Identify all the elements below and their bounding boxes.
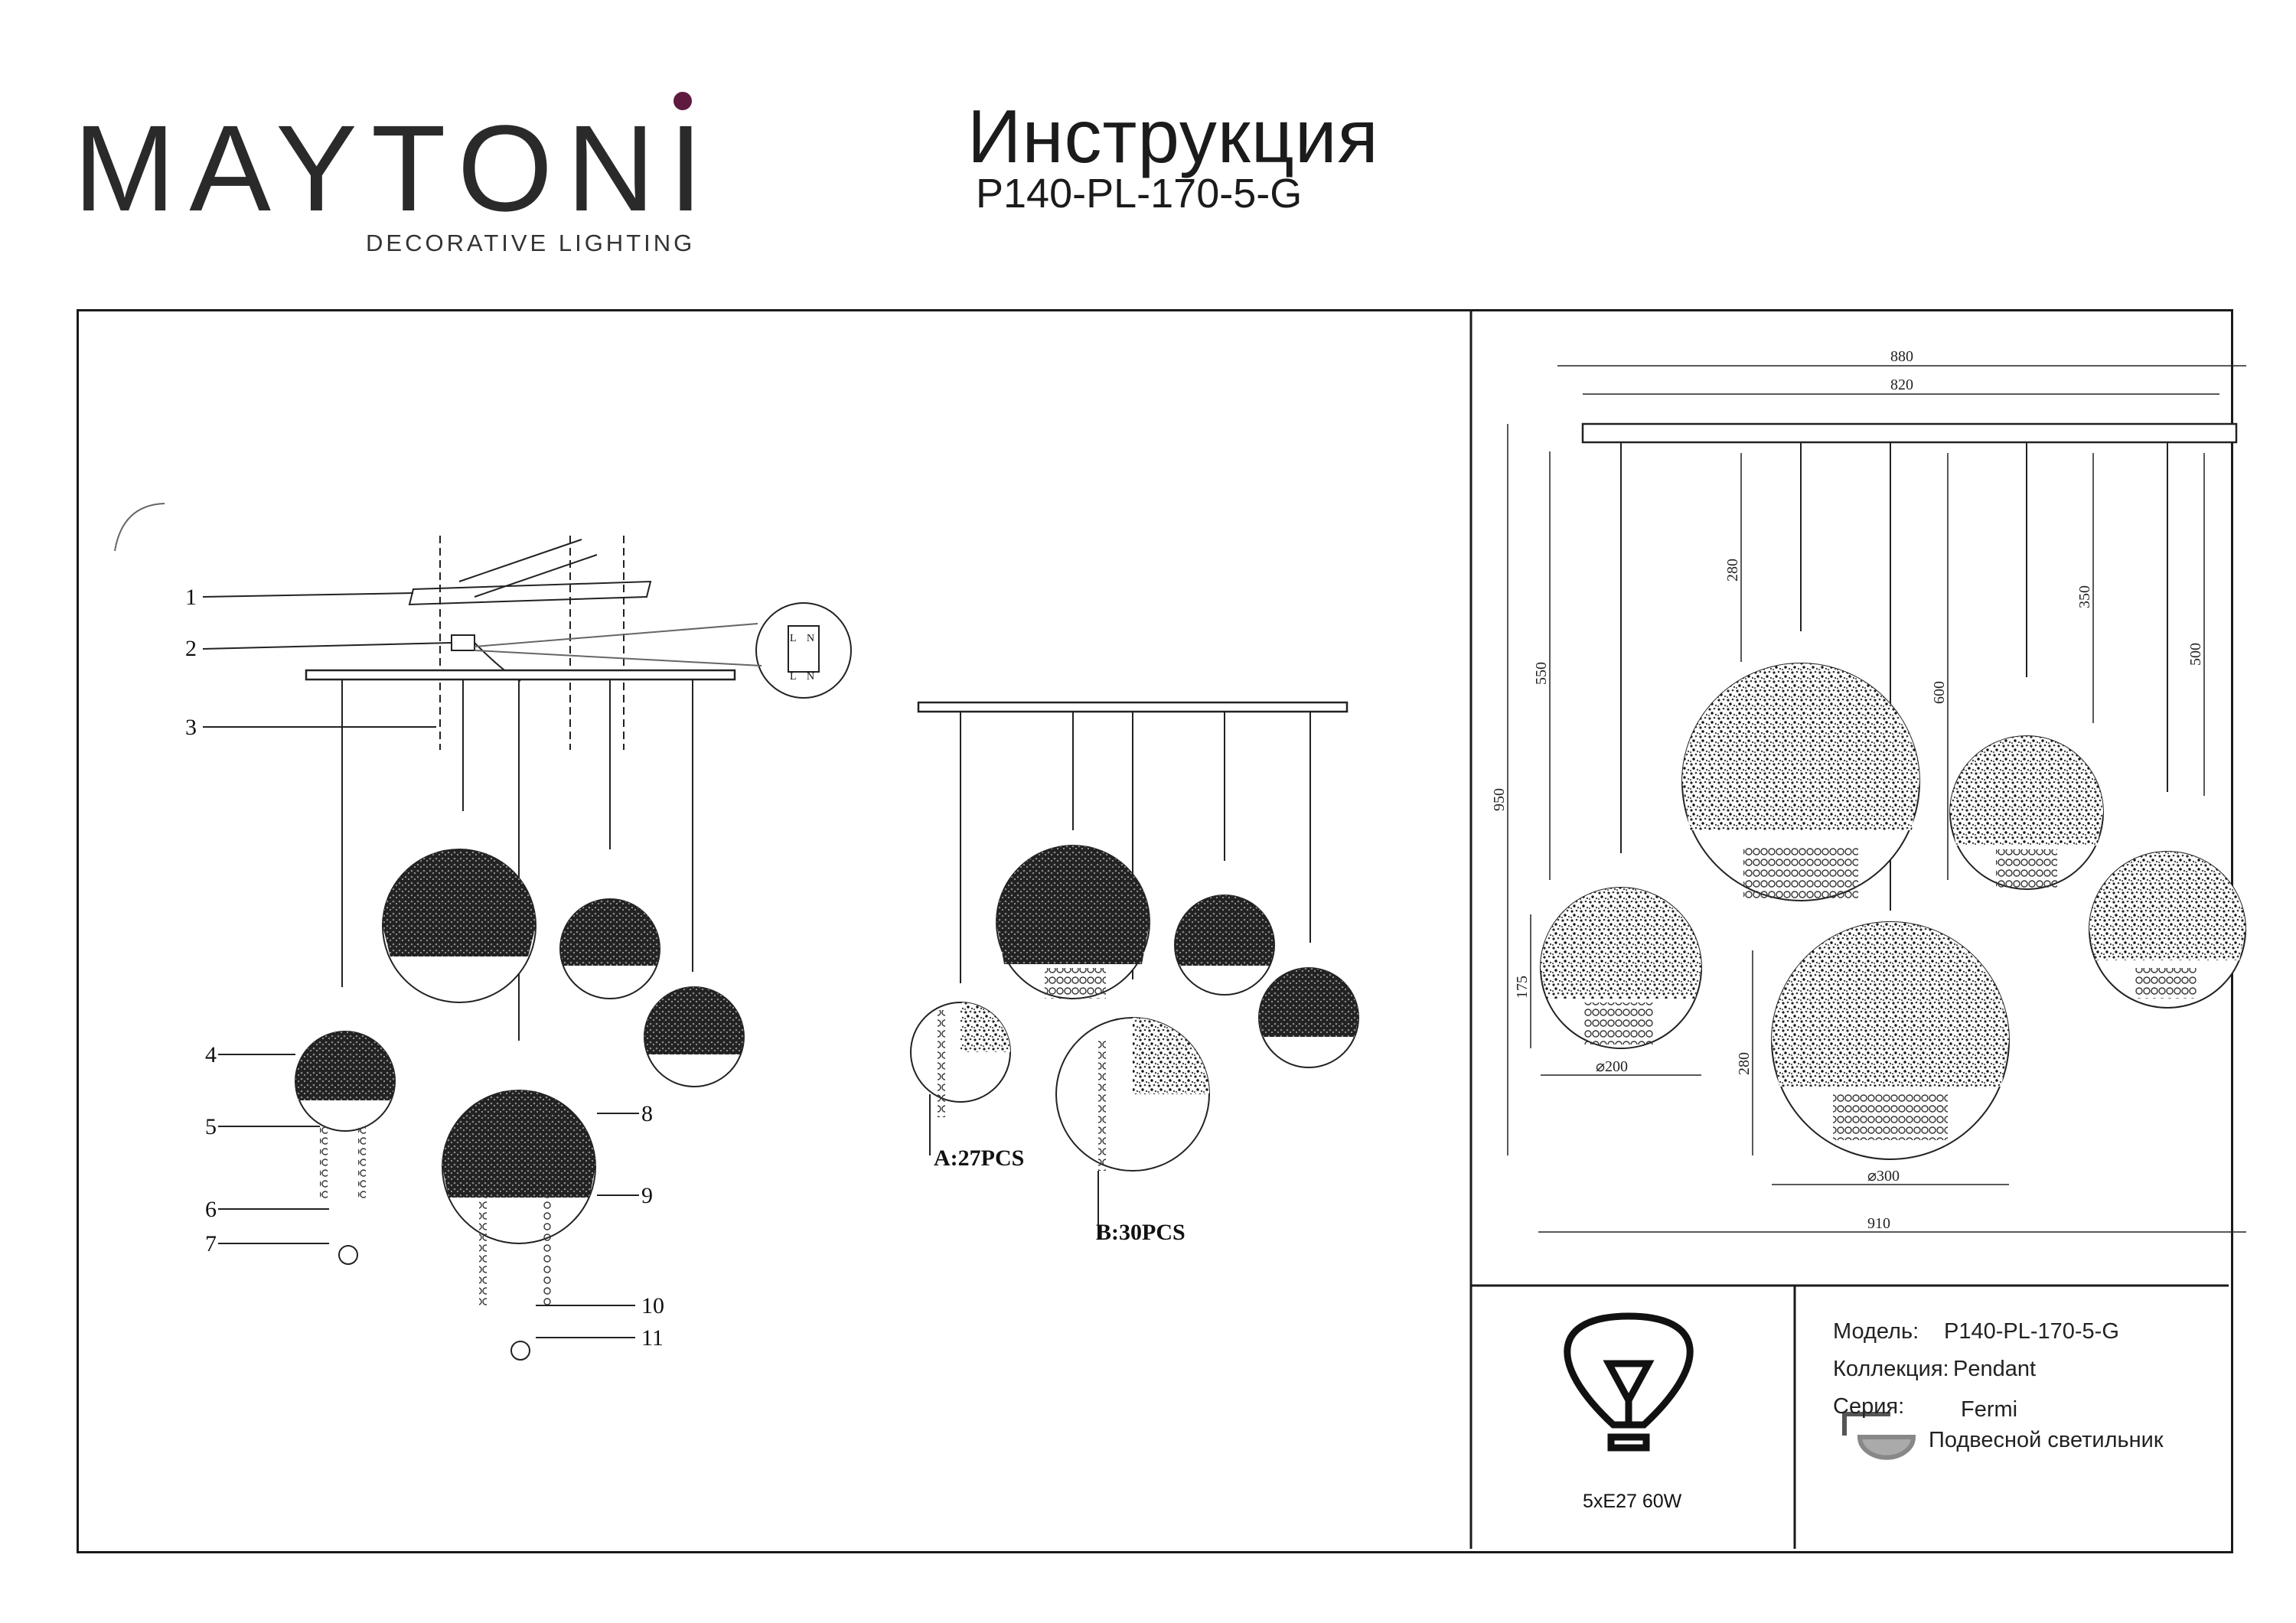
wire-label-n1: N: [807, 633, 814, 644]
spec-series-label: Серия:: [1833, 1394, 1905, 1419]
callout-10: 10: [641, 1293, 664, 1318]
spec-model-value: P140-PL-170-5-G: [1944, 1319, 2119, 1344]
ceiling-pendant-icon: [1842, 1412, 1916, 1460]
callout-1: 1: [185, 585, 197, 610]
spec-model-label: Модель:: [1833, 1319, 1919, 1344]
dim-950: 950: [1491, 788, 1508, 811]
assembly-diagram: [114, 503, 852, 1361]
callout-7: 7: [205, 1231, 217, 1256]
dim-820: 820: [1890, 376, 1913, 393]
crystal-count-a: A:27PCS: [934, 1146, 1024, 1171]
lamp-spec: 5xE27 60W: [1583, 1491, 1682, 1512]
callout-6: 6: [205, 1197, 217, 1222]
spec-series-value: Fermi: [1961, 1397, 2018, 1422]
wire-label-l2: L: [790, 671, 797, 683]
dimension-drawing: [1507, 365, 2246, 1233]
callout-8: 8: [641, 1101, 653, 1126]
crystal-counts: A:27PCS B:30PCS: [934, 1146, 1186, 1245]
callout-4: 4: [205, 1042, 217, 1067]
dim-550: 550: [1533, 662, 1550, 685]
spec-type: Подвесной светильник: [1929, 1428, 2164, 1452]
crystal-count-b: B:30PCS: [1096, 1220, 1186, 1245]
callout-9: 9: [641, 1183, 653, 1208]
dim-280-bottom: 280: [1736, 1052, 1753, 1075]
dim-280-top: 280: [1724, 559, 1741, 582]
spec-collection-label: Коллекция:: [1833, 1357, 1949, 1381]
crystal-diagram: [910, 701, 1359, 1240]
callout-11: 11: [641, 1325, 664, 1351]
page-title: Инструкция: [967, 94, 1379, 178]
brand-tagline: DECORATIVE LIGHTING: [366, 230, 696, 256]
dim-diameter-200: ⌀200: [1596, 1058, 1628, 1075]
wire-label-n2: N: [807, 671, 814, 683]
dim-600: 600: [1931, 681, 1948, 704]
model-code: P140-PL-170-5-G: [976, 171, 1303, 217]
wire-label-l1: L: [790, 633, 797, 644]
callout-2: 2: [185, 636, 197, 661]
assembly-callouts: 1 2 3 4 5 6 7 8 9 10 11 L N L N: [185, 585, 814, 1351]
dim-175: 175: [1514, 976, 1531, 999]
brand-logo: MAYTONI: [73, 99, 717, 236]
dim-910: 910: [1867, 1215, 1890, 1232]
spec-collection-value: Pendant: [1953, 1357, 2037, 1381]
callout-5: 5: [205, 1114, 217, 1139]
bulb-icon: [1564, 1312, 1694, 1452]
dim-880: 880: [1890, 348, 1913, 365]
dim-500: 500: [2187, 643, 2204, 666]
dimension-labels: 880 820 950 550 280 600 350 500 175 280 …: [1491, 348, 2204, 1232]
dim-diameter-300: ⌀300: [1867, 1168, 1900, 1185]
logo-dot-icon: [673, 92, 692, 110]
dim-350: 350: [2076, 585, 2093, 608]
callout-3: 3: [185, 715, 197, 740]
